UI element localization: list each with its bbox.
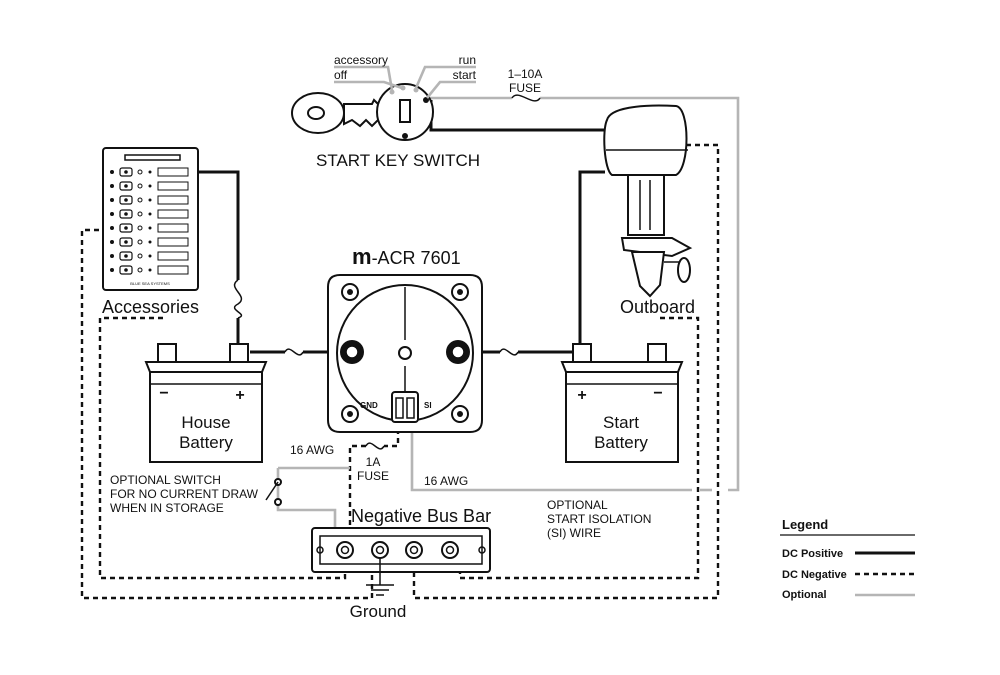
- macr-prefix: m: [352, 244, 372, 269]
- bus-terminal: [336, 541, 354, 559]
- awg-right-label: 16 AWG: [424, 474, 468, 488]
- optional-si-line2: START ISOLATION: [547, 512, 651, 526]
- negative-bus-bar-label: Negative Bus Bar: [351, 506, 491, 526]
- bus-terminal: [405, 541, 423, 559]
- optional-switch-line1: OPTIONAL SWITCH: [110, 473, 221, 487]
- macr-title: m-ACR 7601: [352, 244, 461, 269]
- key-icon: [291, 92, 385, 134]
- panel-breaker-row: [110, 237, 189, 247]
- start-battery-label-line1: Start: [603, 413, 639, 432]
- panel-breaker-row: [110, 251, 189, 261]
- fuse-1a-word-label: FUSE: [357, 469, 389, 483]
- panel-breaker-row: [110, 167, 189, 177]
- fuses: [233, 94, 541, 450]
- svg-text:+: +: [235, 387, 244, 404]
- key-accessory-label: accessory: [334, 53, 388, 67]
- optional-switch-line2: FOR NO CURRENT DRAW: [110, 487, 259, 501]
- ground-label: Ground: [350, 602, 407, 621]
- accessories-panel: BLUE SEA SYSTEMS: [102, 147, 199, 291]
- macr-device: GND SI: [327, 274, 483, 433]
- panel-breaker-row: [110, 223, 189, 233]
- key-start-label: start: [453, 68, 477, 82]
- gnd-label: GND: [360, 401, 378, 410]
- awg-left-label: 16 AWG: [290, 443, 334, 457]
- panel-breaker-row: [110, 181, 189, 191]
- legend-optional-label: Optional: [782, 589, 827, 601]
- fuse-top-word-label: FUSE: [509, 81, 541, 95]
- panel-breaker-row: [110, 265, 189, 275]
- negative-bus-bar: [311, 527, 491, 573]
- fuse-1a-amp-label: 1A: [366, 455, 381, 469]
- house-battery-label-line1: House: [181, 413, 230, 432]
- bus-terminal: [441, 541, 459, 559]
- house-battery: − +: [144, 343, 268, 463]
- panel-breaker-rows: [110, 167, 189, 275]
- outboard-label: Outboard: [620, 297, 695, 317]
- start-battery-label-line2: Battery: [594, 433, 648, 452]
- optional-si-line3: (SI) WIRE: [547, 526, 601, 540]
- svg-text:−: −: [159, 385, 168, 402]
- panel-brand-label: BLUE SEA SYSTEMS: [130, 281, 170, 286]
- legend-dc-negative-label: DC Negative: [782, 569, 847, 581]
- fuse-top-amp-label: 1–10A: [508, 67, 543, 81]
- panel-breaker-row: [110, 195, 189, 205]
- panel-breaker-row: [110, 209, 189, 219]
- ground-symbol-icon: [366, 558, 394, 596]
- outboard-motor-icon: [603, 104, 693, 298]
- svg-text:−: −: [653, 385, 662, 402]
- optional-switch-line3: WHEN IN STORAGE: [110, 501, 224, 515]
- bus-terminal: [371, 541, 389, 559]
- legend: Legend DC Positive DC Negative Optional: [780, 517, 915, 601]
- optional-switch-icon: [265, 478, 282, 506]
- key-slot: [399, 99, 411, 123]
- key-run-label: run: [459, 53, 476, 67]
- house-battery-label-line2: Battery: [179, 433, 233, 452]
- key-off-label: off: [334, 68, 348, 82]
- legend-dc-positive-label: DC Positive: [782, 548, 843, 560]
- si-label: SI: [424, 401, 432, 410]
- start-key-switch-label: START KEY SWITCH: [316, 151, 480, 170]
- legend-title: Legend: [782, 517, 828, 532]
- start-battery: + −: [560, 343, 684, 463]
- macr-model: -ACR 7601: [372, 248, 461, 268]
- accessories-label: Accessories: [102, 297, 199, 317]
- start-key-switch: accessory off run start START KEY SWITCH: [291, 53, 480, 170]
- optional-si-line1: OPTIONAL: [547, 498, 608, 512]
- svg-text:+: +: [577, 387, 586, 404]
